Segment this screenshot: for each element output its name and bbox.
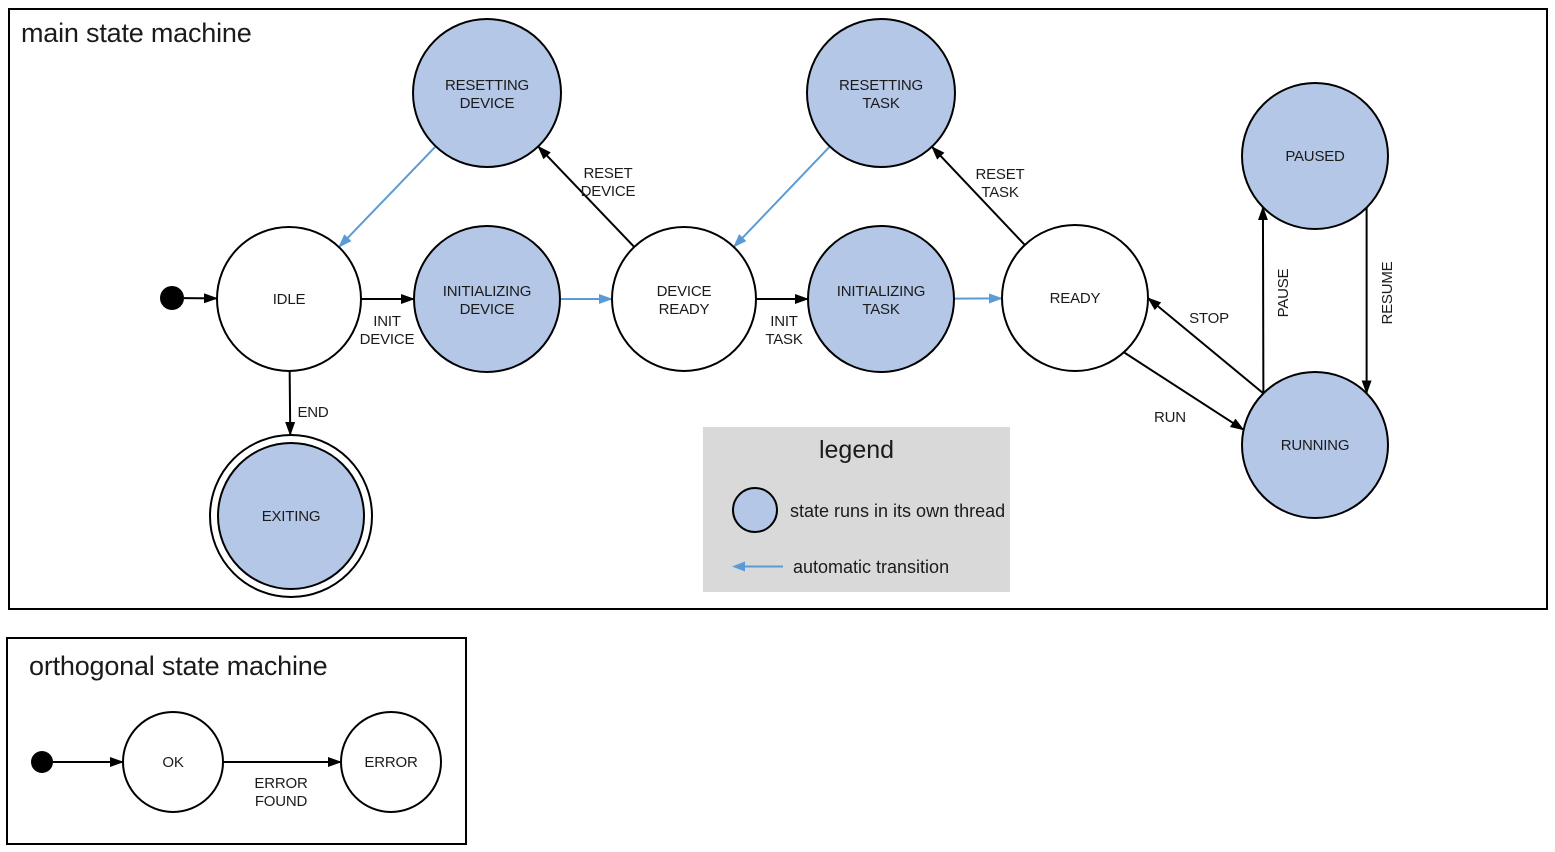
state-ok: [122, 711, 224, 813]
state-label-error: ERROR: [364, 754, 418, 771]
state-initializing-device: [413, 225, 561, 373]
main-state-machine-title: main state machine: [21, 18, 252, 48]
auto-transition-resetting-task-to-device-ready: [733, 145, 831, 248]
state-label-paused: PAUSED: [1285, 148, 1345, 165]
transition-ready-to-resetting-task: [931, 146, 1026, 246]
state-label-ok: OK: [162, 754, 183, 771]
transition-ready-to-running: [1123, 351, 1245, 431]
state-label-ready: READY: [1050, 290, 1101, 307]
state-resetting-device: [412, 18, 562, 168]
legend-item-threaded-text: state runs in its own thread: [790, 501, 1006, 521]
state-error: [340, 711, 442, 813]
transition-label-running-to-paused: PAUSE: [1275, 268, 1292, 317]
state-label-idle: IDLE: [273, 291, 306, 308]
legend: legend state runs in its own thread auto…: [703, 427, 1010, 592]
threaded-state-swatch-icon: [732, 487, 778, 533]
legend-item-auto-text: automatic transition: [793, 557, 950, 577]
state-label-exiting: EXITING: [262, 508, 321, 525]
state-initializing-task: [807, 225, 955, 373]
orthogonal-state-machine-title: orthogonal state machine: [29, 651, 328, 681]
state-label-running: RUNNING: [1281, 437, 1350, 454]
state-exiting: [217, 442, 365, 590]
state-device-ready: [611, 226, 757, 372]
state-resetting-task: [806, 18, 956, 168]
transition-label-ready-to-running: RUN: [1154, 409, 1186, 426]
transition-device-ready-to-resetting-device: [537, 145, 635, 248]
auto-transition-resetting-device-to-idle: [338, 145, 437, 248]
state-paused: [1241, 82, 1389, 230]
state-ready: [1001, 224, 1149, 372]
transition-idle-to-exiting: [285, 370, 296, 437]
legend-title: legend: [818, 436, 895, 464]
state-running: [1241, 371, 1389, 519]
initial-state-dot: [160, 286, 184, 310]
transition-label-paused-to-running: RESUME: [1379, 261, 1396, 324]
state-idle: [216, 226, 362, 372]
transition-label-running-to-ready: STOP: [1189, 310, 1229, 327]
transition-running-to-ready: [1147, 297, 1265, 395]
automatic-transition-arrow-icon: [732, 561, 783, 572]
transition-label-idle-to-exiting: END: [297, 404, 328, 421]
initial-state-dot: [31, 751, 53, 773]
